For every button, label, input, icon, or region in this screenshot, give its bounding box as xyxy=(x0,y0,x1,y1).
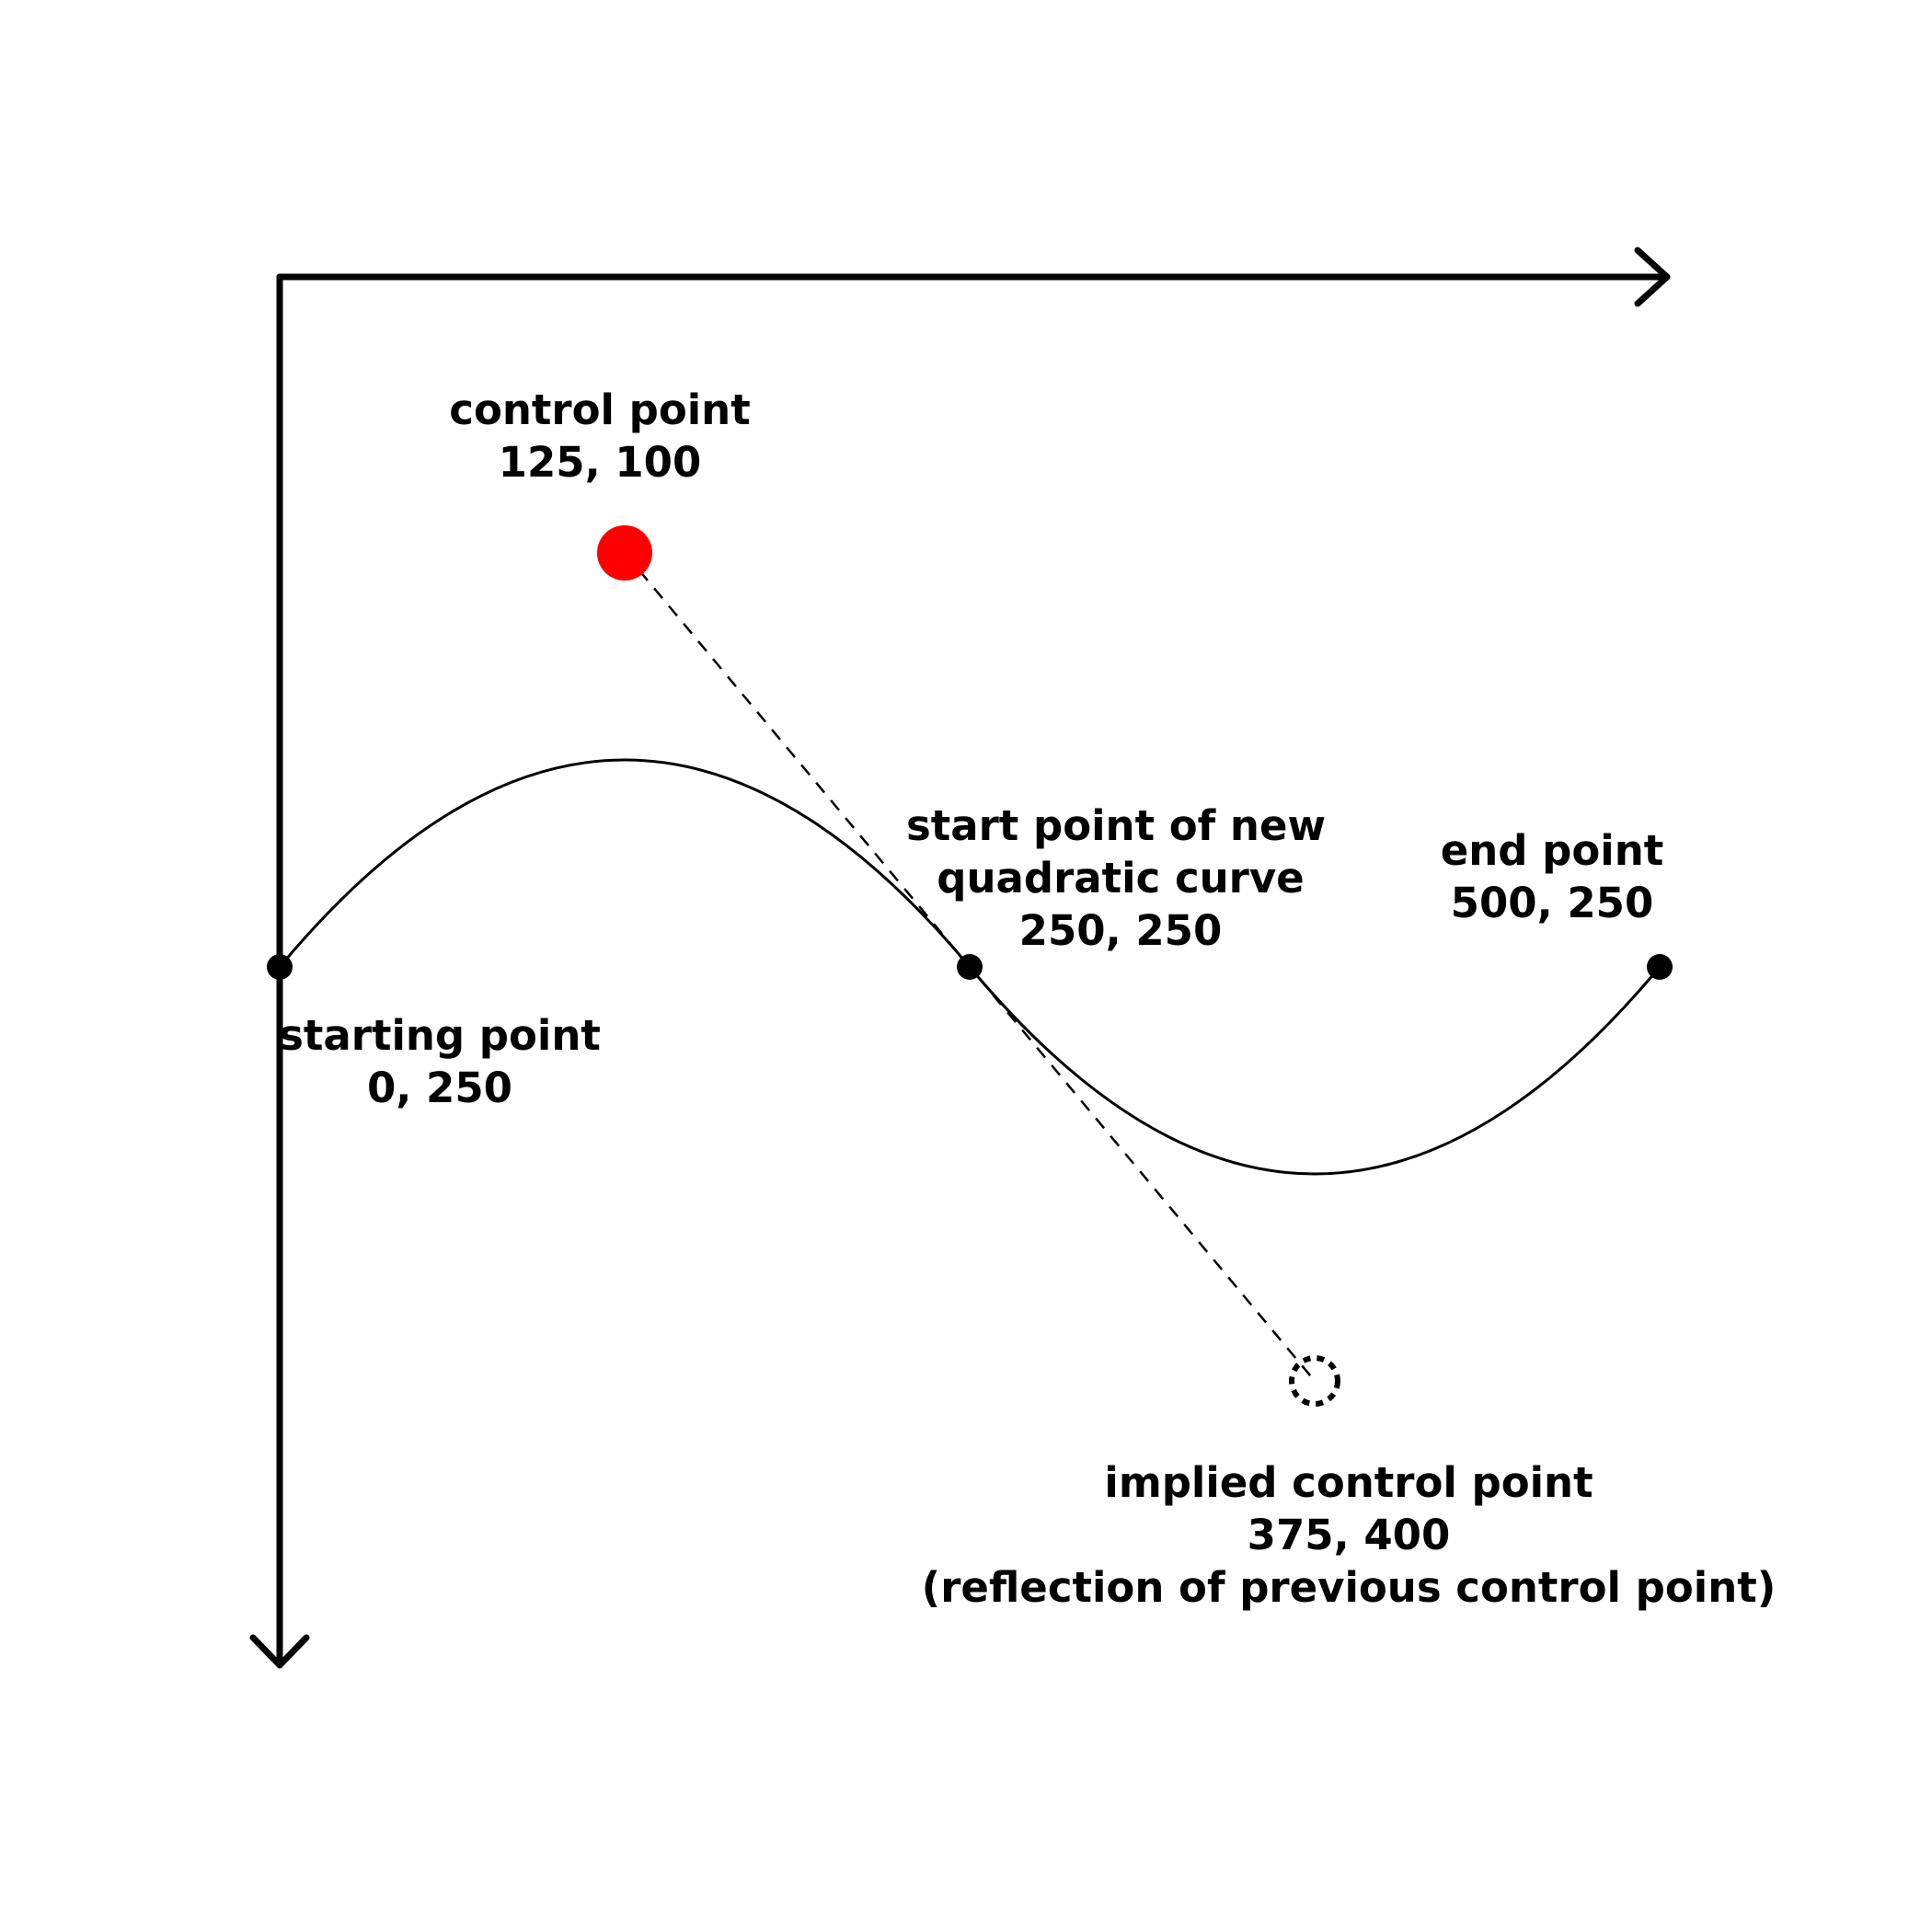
end-point-label: end point 500, 250 xyxy=(1441,826,1664,927)
end-point-marker xyxy=(1647,954,1673,980)
starting-point-coords: 0, 250 xyxy=(367,1064,512,1112)
control-point-label: control point 125, 100 xyxy=(449,385,750,487)
start-new-label: start point of new quadratic curve 250, … xyxy=(906,801,1326,955)
start-new-title-line1: start point of new xyxy=(906,801,1326,850)
end-point-coords: 500, 250 xyxy=(1451,879,1654,927)
implied-point-title: implied control point xyxy=(1104,1458,1593,1507)
implied-control-point-marker xyxy=(1289,1355,1340,1407)
implied-point-note: (reflection of previous control point) xyxy=(922,1563,1777,1612)
implied-control-point-label: implied control point 375, 400 (reflecti… xyxy=(922,1458,1777,1612)
control-point-coords: 125, 100 xyxy=(499,438,702,487)
y-axis-arrowhead xyxy=(249,1634,310,1669)
starting-point-title: starting point xyxy=(279,1011,601,1060)
end-point-title: end point xyxy=(1441,826,1664,875)
implied-point-coords: 375, 400 xyxy=(1248,1511,1451,1559)
start-new-coords: 250, 250 xyxy=(1019,906,1223,955)
control-point-title: control point xyxy=(449,385,750,434)
axes xyxy=(249,247,1671,1669)
control-point-marker xyxy=(597,525,652,581)
x-axis-arrowhead xyxy=(1634,247,1671,307)
start-point-new-curve-marker xyxy=(957,954,983,980)
start-new-title-line2: quadratic curve xyxy=(937,854,1304,903)
starting-point-marker xyxy=(267,954,293,980)
starting-point-label: starting point 0, 250 xyxy=(279,1011,601,1112)
